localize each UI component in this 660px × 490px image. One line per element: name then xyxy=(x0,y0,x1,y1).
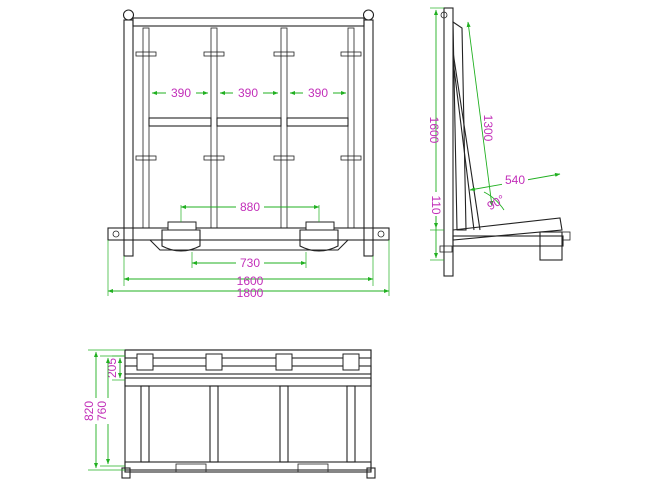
top-beam-front xyxy=(124,377,372,387)
top-outer-frame xyxy=(124,349,372,473)
side-lifting-eye xyxy=(440,11,448,19)
dim-height: 1600 xyxy=(427,117,441,144)
side-foot-cap xyxy=(561,231,571,241)
dim-spacing-1: 390 xyxy=(171,86,191,100)
front-base-hole-right xyxy=(377,230,385,238)
front-base-underbelly xyxy=(149,239,349,251)
front-right-post xyxy=(363,19,374,257)
side-slanted-support xyxy=(452,20,467,231)
side-diagonal-brace-2 xyxy=(452,51,481,231)
front-upper-hooks xyxy=(135,51,362,57)
front-left-foot xyxy=(161,221,201,252)
dim-spacing-2: 390 xyxy=(238,86,258,100)
side-view: 1600 1300 540 90° 110 xyxy=(419,7,571,277)
dim-total-width-group: 1800 xyxy=(107,240,390,300)
top-beam-base xyxy=(124,461,372,471)
dim-overall-depth: 820 xyxy=(82,401,96,421)
top-shelf-brackets xyxy=(136,353,360,371)
front-right-foot xyxy=(299,221,339,252)
dim-inner-width-group: 1600 xyxy=(123,256,374,288)
top-view: 205 820 760 xyxy=(82,349,376,479)
top-beam-shelf xyxy=(124,365,372,375)
dim-overall-depth-group: 820 xyxy=(82,349,125,471)
dim-base-span: 880 xyxy=(240,200,260,214)
front-top-rail xyxy=(132,17,365,27)
dim-feet-group: 730 xyxy=(191,252,307,270)
front-right-lifting-eye xyxy=(362,9,375,21)
top-posts xyxy=(140,385,356,463)
dim-total-width: 1800 xyxy=(237,286,264,300)
front-base-hole-left xyxy=(112,230,120,238)
dim-lip-height: 110 xyxy=(429,195,443,214)
front-inner-uprights xyxy=(142,27,355,229)
front-view: 390 390 390 880 730 1600 xyxy=(107,9,390,300)
dim-base-span-group: 880 xyxy=(180,199,320,222)
dim-base-depth-group: 540 xyxy=(469,172,561,192)
dim-inner-depth-group: 760 xyxy=(95,355,125,467)
dim-height-group: 1600 xyxy=(419,7,444,261)
front-middle-rail xyxy=(148,117,349,127)
front-lower-hooks xyxy=(135,155,362,161)
front-left-lifting-eye xyxy=(122,9,135,21)
dim-inner-depth: 760 xyxy=(95,401,109,421)
dim-angle-group: 90° xyxy=(483,191,508,213)
side-rear-foot xyxy=(439,245,453,253)
side-base-slope xyxy=(452,217,563,241)
dim-spacing-3: 390 xyxy=(308,86,328,100)
dim-angle: 90° xyxy=(485,192,508,213)
side-foot xyxy=(539,231,563,261)
dim-shelf-depth: 205 xyxy=(105,358,119,378)
top-feet xyxy=(121,463,376,479)
side-post xyxy=(443,7,454,277)
top-beam-back xyxy=(124,349,372,359)
dim-slope-length: 1300 xyxy=(481,115,495,142)
front-left-post xyxy=(123,19,134,257)
dim-lip-group: 110 xyxy=(424,190,444,231)
front-base-beam xyxy=(107,227,390,241)
dim-feet: 730 xyxy=(240,256,260,270)
dim-spacing-group: 390 390 390 xyxy=(151,85,347,100)
side-base-beam xyxy=(452,235,564,247)
dim-base-depth: 540 xyxy=(505,173,525,187)
dim-inner-width: 1600 xyxy=(237,274,264,288)
